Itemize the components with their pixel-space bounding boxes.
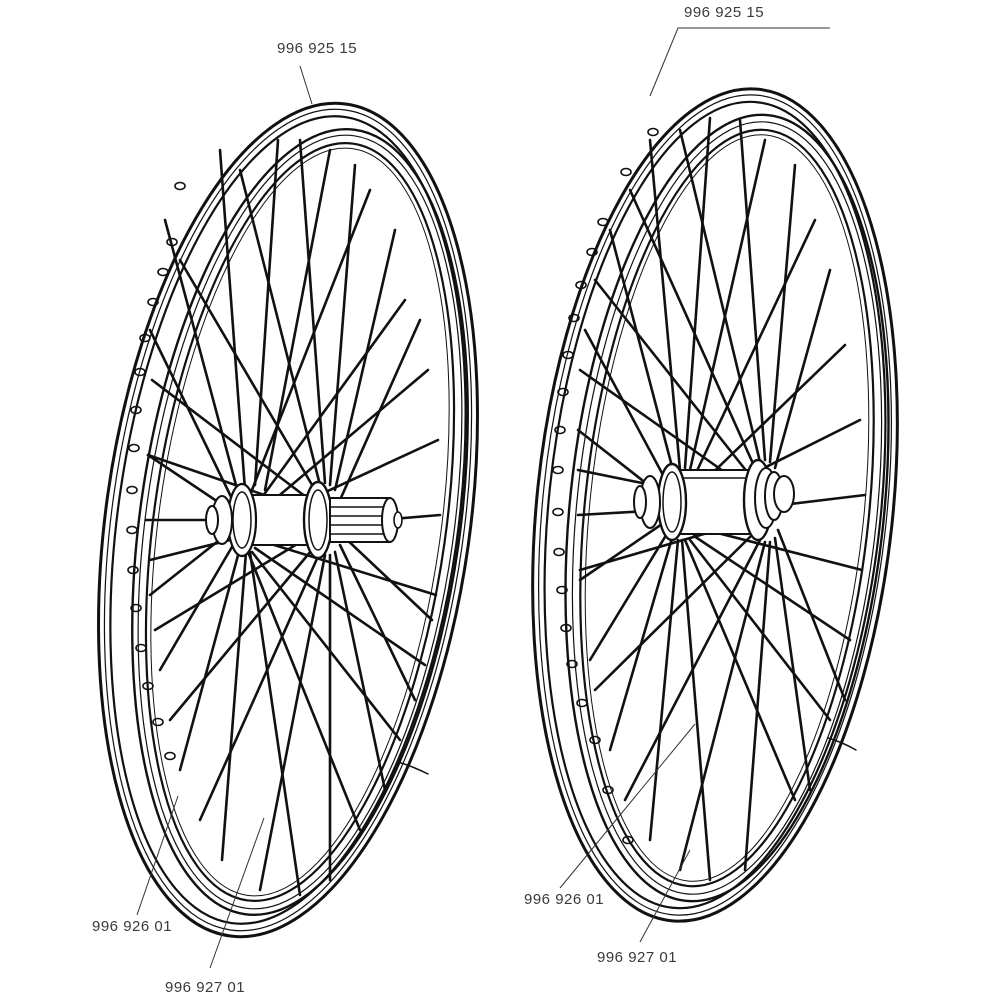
- leader-right-spoke: [639, 849, 691, 943]
- rear-wheel: [97, 101, 479, 939]
- leader-right-rim: [559, 723, 696, 889]
- leader-lines: [136, 27, 830, 969]
- leader-right-top: [649, 27, 830, 97]
- label-left-tire: 996 925 15: [277, 40, 358, 57]
- label-right-tire: 996 925 15: [684, 4, 765, 21]
- leader-left-rim: [136, 795, 179, 916]
- front-rim-spoke-holes: [552, 127, 659, 845]
- label-right-spoke: 996 927 01: [597, 949, 678, 966]
- rear-hub: [205, 480, 334, 560]
- front-hub: [633, 458, 795, 542]
- front-wheel: [531, 87, 899, 923]
- leader-left-spoke: [209, 817, 265, 969]
- label-right-rim: 996 926 01: [524, 891, 605, 908]
- rear-cassette-freehub: [329, 497, 403, 543]
- rear-rim: [97, 101, 479, 939]
- leader-left-top: [299, 65, 313, 105]
- label-left-spoke: 996 927 01: [165, 979, 246, 996]
- label-left-rim: 996 926 01: [92, 918, 173, 935]
- front-rim: [531, 87, 899, 923]
